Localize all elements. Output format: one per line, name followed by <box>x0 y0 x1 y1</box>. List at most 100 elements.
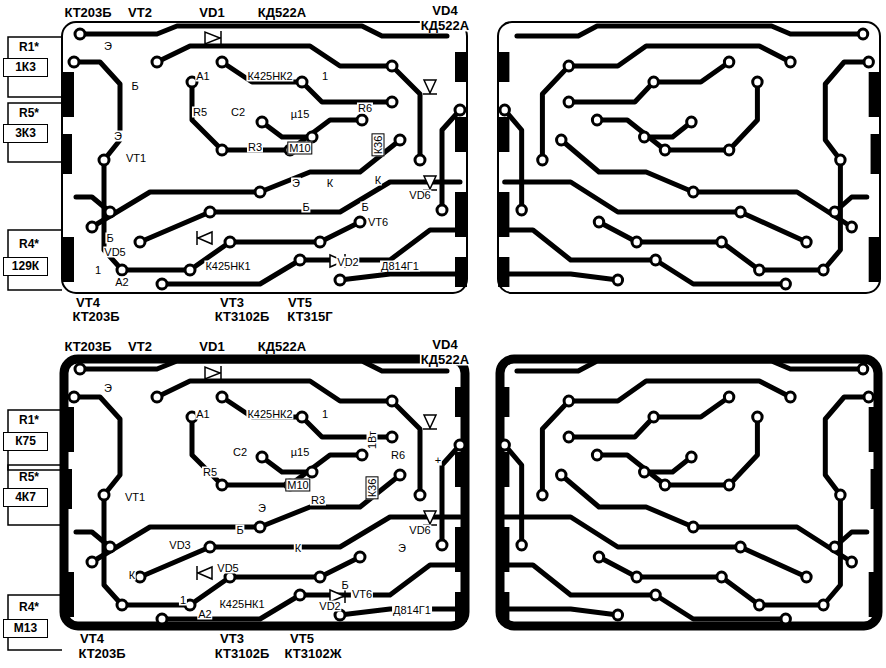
part-label: Э <box>397 543 407 554</box>
part-label: КД522А <box>257 340 307 353</box>
pcb-use <box>197 366 437 603</box>
part-label: VT4 <box>79 632 105 645</box>
part-label: А2 <box>197 609 212 620</box>
part-designator: R5* <box>3 106 39 120</box>
part-label: VD3 <box>168 540 191 551</box>
part-label: VT6 <box>367 217 389 228</box>
part-label: VT2 <box>127 6 153 19</box>
part-label: 1 <box>321 409 329 420</box>
part-label: Э <box>113 131 123 142</box>
part-label: R6 <box>390 450 406 461</box>
part-label: М10 <box>287 142 312 155</box>
resistor-value: 4К7 <box>3 488 48 507</box>
resistor-box: R4*129К <box>3 237 39 251</box>
part-label: Э <box>103 41 113 52</box>
part-label: VT3 <box>219 296 245 309</box>
part-label: К <box>294 543 302 554</box>
part-label: К425НК2 <box>246 409 293 420</box>
part-label: К425НК2 <box>246 71 293 82</box>
part-label: К425НК1 <box>204 261 251 272</box>
resistor-value: М13 <box>3 619 48 638</box>
part-designator: R5* <box>3 470 39 484</box>
part-label: VD6 <box>408 525 431 536</box>
part-label: КТ3102Б <box>214 310 270 323</box>
wire <box>8 451 62 470</box>
part-label: VD6 <box>408 190 431 201</box>
wire <box>8 77 62 97</box>
resistor-box: R5*4К7 <box>3 470 39 484</box>
part-label: 1 <box>321 71 329 82</box>
part-label: VT6 <box>351 589 373 600</box>
part-label: µ15 <box>290 447 311 458</box>
part-label: VD2 <box>336 257 359 268</box>
part-label: 1Вт <box>367 430 378 450</box>
part-designator: R1* <box>3 413 39 427</box>
resistor-value: 129К <box>3 257 48 276</box>
wire <box>8 276 62 290</box>
part-label: М10 <box>285 479 310 492</box>
part-label: Б <box>301 202 310 213</box>
part-label: VD1 <box>198 340 225 353</box>
pcb-rect <box>62 22 467 293</box>
part-label: 1 <box>179 595 187 606</box>
part-label: R5 <box>202 467 218 478</box>
resistor-value: 3К3 <box>3 124 48 143</box>
pcb-use <box>62 26 467 289</box>
resistor-box: R1*1К3 <box>3 40 39 54</box>
part-label: А1 <box>195 409 210 420</box>
wire <box>8 507 62 525</box>
part-label: КТ203Б <box>63 6 112 19</box>
wire <box>8 638 62 650</box>
part-label: 1 <box>94 265 102 276</box>
part-label: КТ3102Б <box>214 647 270 660</box>
part-label: Д814Г1 <box>392 605 432 616</box>
part-label: Д814Г1 <box>380 261 420 272</box>
part-label: К <box>326 178 334 189</box>
part-label: КД522А <box>420 353 470 366</box>
part-label: КД522А <box>420 19 470 32</box>
part-label: VT2 <box>127 340 153 353</box>
part-label: Э <box>257 503 267 514</box>
part-label: КТ203Б <box>71 310 120 323</box>
part-label: КТ315Г <box>286 310 333 323</box>
part-label: VD4 <box>431 4 458 17</box>
part-label: VD5 <box>216 563 239 574</box>
part-label: VT1 <box>124 492 146 503</box>
part-label: КТ3102Ж <box>284 647 343 660</box>
pcb-use <box>498 361 880 624</box>
pcb-use <box>197 31 437 268</box>
resistor-value: К75 <box>3 432 48 451</box>
part-label: µ15 <box>290 109 311 120</box>
pcb-use <box>62 361 467 624</box>
pcb-use <box>498 26 880 289</box>
resistor-box: R5*3К3 <box>3 106 39 120</box>
part-label: К36 <box>366 477 379 500</box>
part-designator: R4* <box>3 600 39 614</box>
part-label: А2 <box>114 277 129 288</box>
part-label: К <box>128 570 136 581</box>
part-label: КТ203Б <box>63 340 112 353</box>
part-label: + <box>434 455 442 466</box>
part-label: R5 <box>192 107 208 118</box>
part-label: VT5 <box>287 296 313 309</box>
part-label: VT1 <box>125 153 147 164</box>
pcb-rect <box>498 22 880 293</box>
part-label: VT3 <box>219 632 245 645</box>
part-label: Б <box>105 233 114 244</box>
part-label: К425НК1 <box>218 599 265 610</box>
part-label: C2 <box>232 447 248 458</box>
part-label: А1 <box>195 71 210 82</box>
part-label: VD2 <box>318 601 341 612</box>
part-label: КД522А <box>257 6 307 19</box>
resistor-box: R4*М13 <box>3 600 39 614</box>
part-designator: R1* <box>3 40 39 54</box>
part-label: Э <box>291 178 301 189</box>
part-label: R6 <box>357 103 373 114</box>
part-label: КТ203Б <box>77 647 126 660</box>
part-label: R3 <box>247 142 263 153</box>
part-label: R3 <box>310 495 326 506</box>
part-label: VT5 <box>289 632 315 645</box>
resistor-box: R1*К75 <box>3 413 39 427</box>
part-label: К36 <box>372 134 385 157</box>
